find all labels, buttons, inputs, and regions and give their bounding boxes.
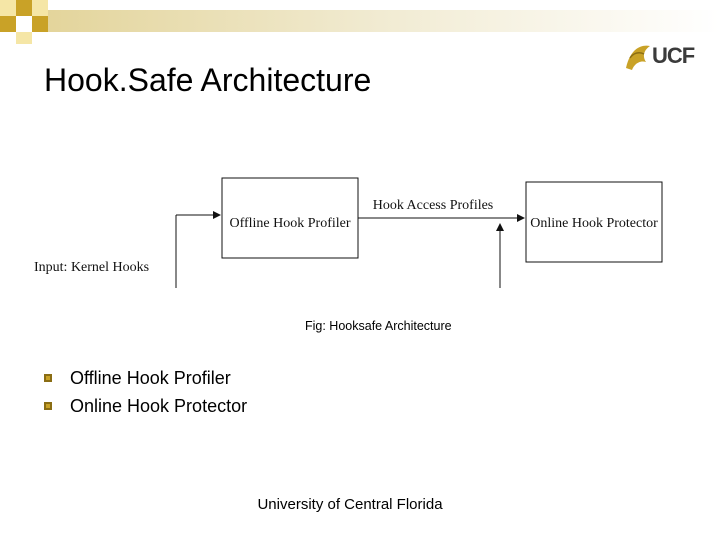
input-label: Input: Kernel Hooks bbox=[34, 260, 149, 275]
figure-caption: Fig: Hooksafe Architecture bbox=[305, 319, 452, 333]
square-bullet-icon bbox=[44, 374, 52, 382]
square-bullet-icon bbox=[44, 402, 52, 410]
list-item: Offline Hook Profiler bbox=[44, 364, 247, 392]
online-box-label: Online Hook Protector bbox=[530, 216, 658, 231]
header-band bbox=[0, 0, 720, 44]
offline-box-label: Offline Hook Profiler bbox=[229, 216, 350, 231]
list-item: Online Hook Protector bbox=[44, 392, 247, 420]
bullet-list: Offline Hook Profiler Online Hook Protec… bbox=[44, 364, 247, 420]
ucf-logo-text: UCF bbox=[652, 43, 695, 68]
ucf-pegasus-logo-icon bbox=[626, 45, 650, 70]
slide-title: Hook.Safe Architecture bbox=[44, 62, 372, 98]
slide-footer: University of Central Florida bbox=[257, 496, 443, 513]
bullet-text: Online Hook Protector bbox=[70, 396, 248, 416]
online-hook-protector-box bbox=[525, 181, 663, 263]
edge-label: Hook Access Profiles bbox=[373, 198, 494, 213]
bullet-text: Offline Hook Profiler bbox=[70, 368, 231, 388]
architecture-diagram: Input: Kernel Hooks Offline Hook Profile… bbox=[34, 177, 663, 288]
offline-hook-profiler-box bbox=[221, 177, 359, 259]
